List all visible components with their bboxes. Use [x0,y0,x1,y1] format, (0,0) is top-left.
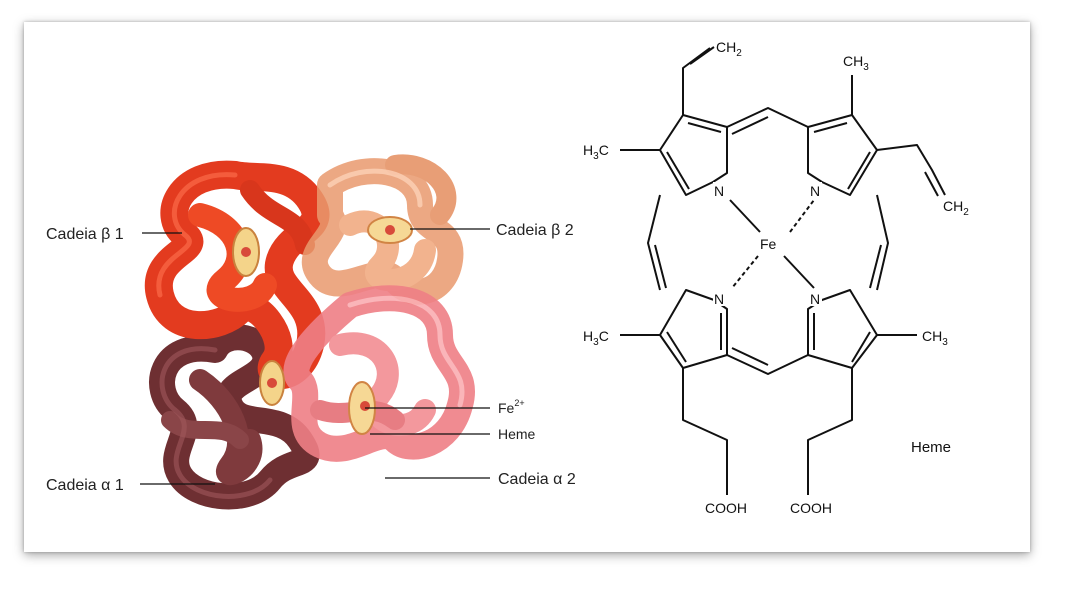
bridge-top [726,107,809,128]
h3c-left-bottom-h: H [583,328,593,344]
fe-coord-n3 [731,255,759,289]
ch3-top-sub: 3 [863,62,869,73]
ch2-top-base: CH [716,39,736,55]
vinyl-top-double [689,46,715,65]
ch3-right-sub: 3 [942,337,948,348]
nitrogen-4: N [810,291,820,307]
heme-disc-alpha1 [259,360,285,406]
beta1-chain [144,160,330,390]
atom-label-backgrounds [713,182,822,306]
beta2-label: Cadeia β 2 [496,222,574,239]
beta1-label: Cadeia β 1 [46,226,124,243]
cooh-right-label: COOH [790,500,832,516]
label-leader-lines [140,228,490,485]
ch3-top-base: CH [843,53,863,69]
nitrogen-2: N [810,183,820,199]
bridge-left [647,194,661,291]
heme-caption: Heme [911,439,951,456]
heme-disc-beta1 [232,227,260,277]
fe-bond-n1 [729,199,761,233]
bridge-bottom-double [731,347,769,366]
ch2-right-sub: 2 [963,207,969,218]
ch2-right-base: CH [943,198,963,214]
vinyl-top [682,47,711,115]
ch3-right-label: CH3 [922,328,948,348]
fe-coord-n2 [789,199,815,233]
heme-structural-formula [620,46,946,495]
iron-atom: Fe [760,236,777,252]
bridge-left-double [654,244,667,289]
h3c-left-top-label: H3C [583,142,609,162]
bridge-bottom [726,354,809,375]
fe-label-charge: 2+ [514,398,524,408]
bridge-top-double [731,116,769,135]
ch2-top-label: CH2 [716,39,742,59]
fe-label: Fe2+ [498,398,525,416]
ch2-top-sub: 2 [736,48,742,59]
alpha2-chain [283,285,475,462]
heme-label: Heme [498,426,536,442]
propionate-left [682,368,728,495]
nitrogen-3: N [714,291,724,307]
bridge-right [876,194,889,291]
bridge-right-double [869,244,882,289]
alpha2-label: Cadeia α 2 [498,471,576,488]
h3c-left-bottom-sub: 3 [593,337,599,348]
cooh-left-label: COOH [705,500,747,516]
h3c-left-top-c: C [599,142,609,158]
ch3-right-base: CH [922,328,942,344]
fe-bond-n4 [783,255,815,289]
ch3-top-label: CH3 [843,53,869,73]
h3c-left-bottom-c: C [599,328,609,344]
alpha1-label: Cadeia α 1 [46,477,124,494]
propionate-right [807,368,853,495]
h3c-left-bottom-label: H3C [583,328,609,348]
nitrogen-1: N [714,183,724,199]
ch2-right-label: CH2 [943,198,969,218]
figure-card [24,22,1030,552]
vinyl-right [876,144,946,196]
vinyl-right-double [924,171,939,197]
heme-disc-beta2 [367,216,413,244]
hemoglobin-protein-illustration [144,154,475,510]
h3c-left-top-sub: 3 [593,151,599,162]
fe-label-base: Fe [498,400,515,416]
h3c-left-top-h: H [583,142,593,158]
